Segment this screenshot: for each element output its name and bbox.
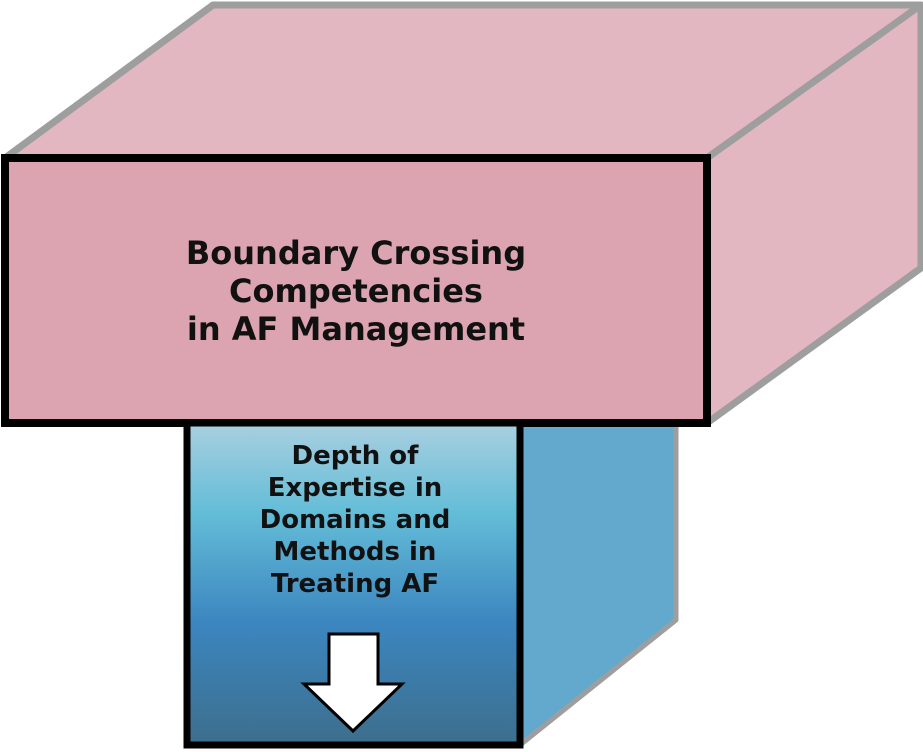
stem-box-label-line: Domains and [259,505,451,535]
stem-box-label: Depth of Expertise in Domains and Method… [190,440,520,600]
down-arrow-icon [300,632,406,734]
top-box-label-line: Competencies [229,272,483,310]
stem-box-label-line: Expertise in [267,473,443,503]
stem-side-face [517,422,679,748]
top-box-label-line: Boundary Crossing [185,234,527,272]
stem-box-label-line: Treating AF [270,569,440,599]
top-box-label: Boundary Crossing Competencies in AF Man… [8,162,704,420]
top-box-label-line: in AF Management [186,310,526,348]
stem-box-label-line: Depth of [291,441,419,471]
stem-box-label-line: Methods in [273,537,437,567]
